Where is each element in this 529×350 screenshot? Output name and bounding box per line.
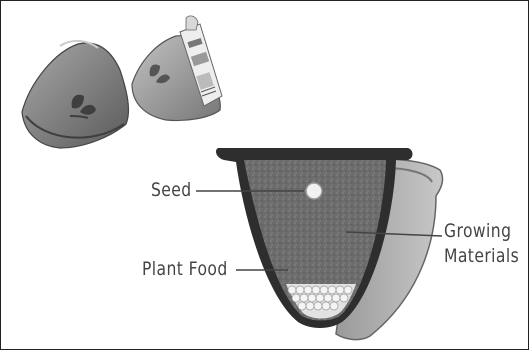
- plant-food-label: Plant Food: [142, 260, 228, 279]
- product-pod-left: [22, 41, 128, 148]
- growing-materials-label-line1: Growing: [444, 222, 511, 241]
- seed-label: Seed: [151, 181, 192, 200]
- growing-materials-label-line2: Materials: [444, 247, 519, 266]
- product-pod-right: [132, 16, 222, 121]
- seed-icon: [306, 183, 322, 199]
